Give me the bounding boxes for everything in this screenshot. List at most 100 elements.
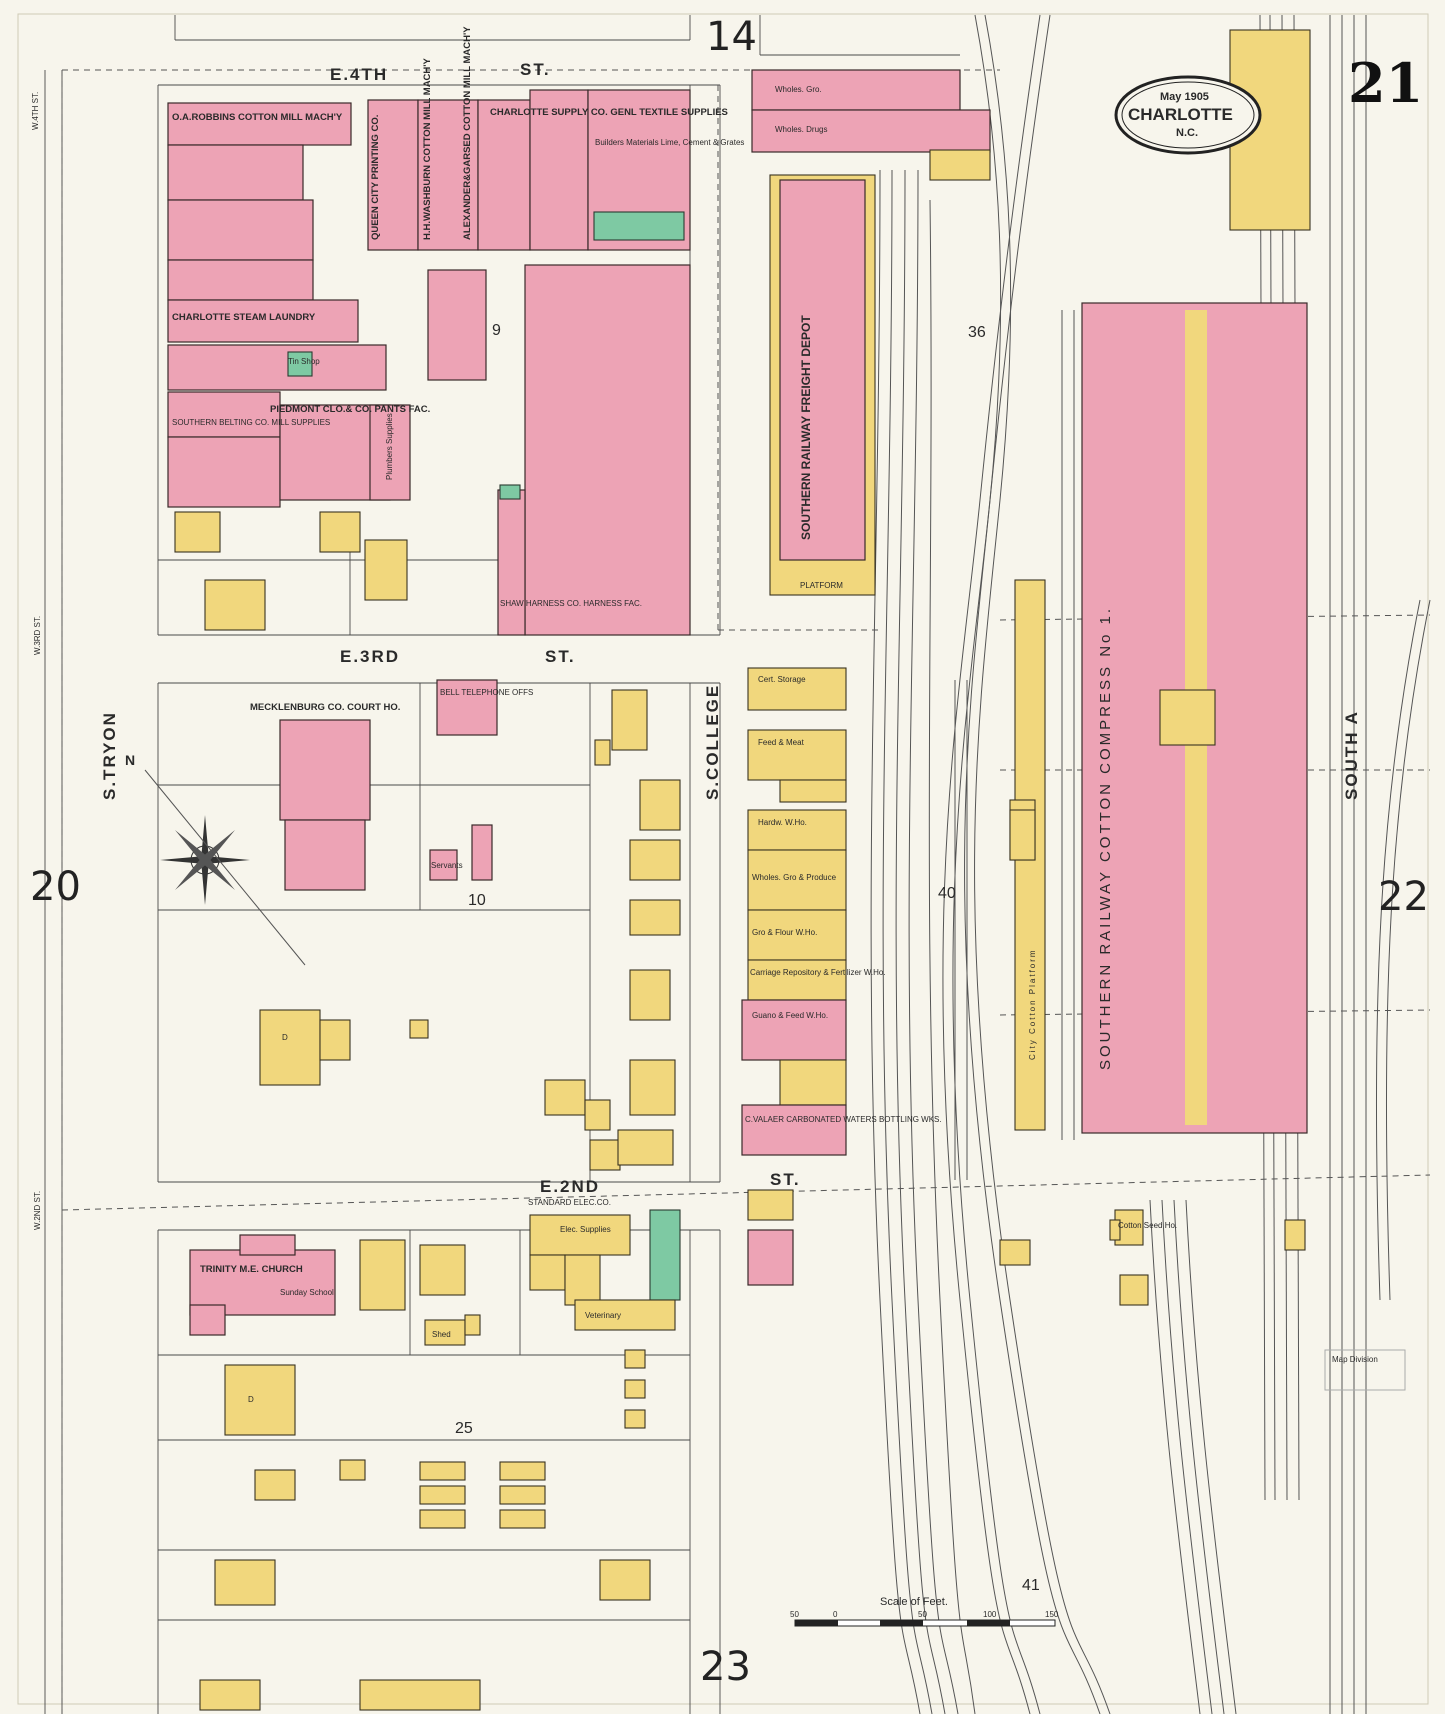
building bbox=[417, 99, 479, 251]
dwelling bbox=[617, 1129, 674, 1166]
street-e2nd-st: ST. bbox=[770, 1170, 801, 1189]
label-bell: BELL TELEPHONE OFFS bbox=[440, 688, 533, 697]
label-platform: PLATFORM bbox=[800, 581, 843, 590]
label-wholes-drugs: Wholes. Drugs bbox=[775, 125, 827, 134]
cotton-seed-ho bbox=[999, 1239, 1031, 1266]
dwelling bbox=[259, 1009, 321, 1086]
trinity-church-tower bbox=[189, 1304, 226, 1336]
tin-shop-building bbox=[287, 351, 313, 377]
label-wholes-gro: Wholes. Gro. bbox=[775, 85, 822, 94]
label-tin-shop: Tin Shop bbox=[288, 357, 320, 366]
dwelling bbox=[624, 1379, 646, 1399]
building bbox=[167, 436, 281, 508]
label-standard-elec: STANDARD ELEC.CO. bbox=[528, 1198, 611, 1207]
dwelling bbox=[409, 1019, 429, 1039]
label-compress: SOUTHERN RAILWAY COTTON COMPRESS No 1. bbox=[1097, 606, 1114, 1070]
compass-north: N bbox=[125, 752, 135, 768]
dwelling bbox=[629, 899, 681, 936]
label-city-cotton-platform: City Cotton Platform bbox=[1028, 948, 1037, 1060]
label-veterinary: Veterinary bbox=[585, 1311, 621, 1320]
dwelling bbox=[599, 1559, 651, 1601]
dwelling bbox=[319, 1019, 351, 1061]
hardw-wh bbox=[747, 809, 847, 851]
street-lines bbox=[44, 15, 1431, 1714]
dwelling bbox=[629, 969, 671, 1021]
street-s-tryon: S.TRYON bbox=[100, 711, 119, 800]
wholes-gro-produce bbox=[747, 849, 847, 911]
label-cotton-seed: Cotton Seed Ho. bbox=[1118, 1221, 1177, 1230]
court-house-wing bbox=[284, 819, 366, 891]
scale-bar: Scale of Feet. 50 0 50 100 150 bbox=[790, 1596, 1059, 1627]
street-south-a: SOUTH A bbox=[1342, 710, 1361, 800]
building bbox=[167, 344, 387, 391]
dwelling bbox=[624, 1349, 646, 1369]
shed bbox=[424, 1319, 466, 1346]
church-annex bbox=[239, 1234, 296, 1256]
valaer-bottling bbox=[741, 1104, 847, 1156]
label-dwelling-2: D bbox=[248, 1395, 254, 1404]
label-harness: SHAW HARNESS CO. HARNESS FAC. bbox=[500, 599, 642, 608]
block-number-41: 41 bbox=[1022, 1577, 1040, 1594]
label-plumbers: Plumbers Supplies bbox=[385, 413, 394, 480]
block-north-west bbox=[167, 89, 691, 636]
building bbox=[649, 1209, 681, 1301]
scale-tick-0: 50 bbox=[790, 1610, 799, 1619]
dwelling bbox=[499, 1509, 546, 1529]
servants-building bbox=[429, 849, 458, 881]
dwelling bbox=[629, 839, 681, 881]
dwelling bbox=[419, 1244, 466, 1296]
dwelling bbox=[359, 1239, 406, 1311]
scale-tick-3: 100 bbox=[983, 1610, 997, 1619]
building bbox=[747, 1229, 794, 1286]
label-queen-city: QUEEN CITY PRINTING CO. bbox=[370, 115, 381, 240]
street-e4th: E.4TH bbox=[330, 65, 388, 84]
dwelling bbox=[629, 1059, 676, 1116]
label-gro-flour: Gro & Flour W.Ho. bbox=[752, 928, 817, 937]
label-valaer: C.VALAER CARBONATED WATERS BOTTLING WKS. bbox=[745, 1115, 942, 1124]
dwelling bbox=[499, 1485, 546, 1505]
dwelling bbox=[364, 539, 408, 601]
label-laundry: CHARLOTTE STEAM LAUNDRY bbox=[172, 312, 316, 323]
building bbox=[367, 99, 419, 251]
dwelling bbox=[199, 1679, 261, 1711]
building bbox=[929, 149, 991, 181]
dwelling bbox=[319, 511, 361, 553]
label-builders: Builders Materials Lime, Cement & Grates bbox=[595, 138, 744, 147]
building bbox=[477, 99, 531, 251]
street-e4th-st: ST. bbox=[520, 60, 551, 79]
building bbox=[1284, 1219, 1306, 1251]
wholes-gro-building bbox=[751, 69, 961, 111]
building bbox=[564, 1254, 601, 1306]
compress-tower bbox=[1159, 689, 1216, 746]
dwelling bbox=[611, 689, 648, 751]
title-cartouche: May 1905 CHARLOTTE N.C. bbox=[1114, 75, 1262, 155]
laundry-building bbox=[167, 299, 359, 343]
label-southern-belt: SOUTHERN BELTING CO. MILL SUPPLIES bbox=[172, 418, 330, 427]
block-south bbox=[189, 1189, 1306, 1711]
block-number-36: 36 bbox=[968, 324, 986, 341]
standard-elec bbox=[529, 1214, 631, 1256]
dwelling bbox=[174, 511, 221, 553]
dwelling bbox=[254, 1469, 296, 1501]
scale-tick-2: 50 bbox=[918, 1610, 927, 1619]
label-dwelling: D bbox=[282, 1033, 288, 1042]
label-wholes-gro-produce: Wholes. Gro & Produce bbox=[752, 873, 837, 882]
label-robbins: O.A.ROBBINS COTTON MILL MACH'Y bbox=[172, 112, 343, 123]
street-e3rd: E.3RD bbox=[340, 647, 400, 666]
block-number-25: 25 bbox=[455, 1420, 473, 1437]
label-carriage: Carriage Repository & Fertilizer W.Ho. bbox=[750, 968, 886, 977]
adjoining-sheet-north: 14 bbox=[706, 14, 757, 60]
dwelling bbox=[464, 1314, 481, 1336]
street-s-college: S.COLLEGE bbox=[703, 684, 722, 800]
label-piedmont: PIEDMONT CLO.& CO. PANTS FAC. bbox=[270, 404, 430, 415]
dwelling bbox=[419, 1461, 466, 1481]
feed-meat bbox=[747, 729, 847, 781]
building bbox=[167, 144, 304, 201]
building bbox=[471, 824, 493, 881]
label-washburn: H.H.WASHBURN COTTON MILL MACH'Y bbox=[422, 57, 433, 240]
dwelling bbox=[584, 1099, 611, 1131]
carriage-repository bbox=[747, 959, 847, 1001]
compass-rose: N bbox=[125, 752, 306, 966]
freight-depot-building bbox=[779, 179, 866, 561]
